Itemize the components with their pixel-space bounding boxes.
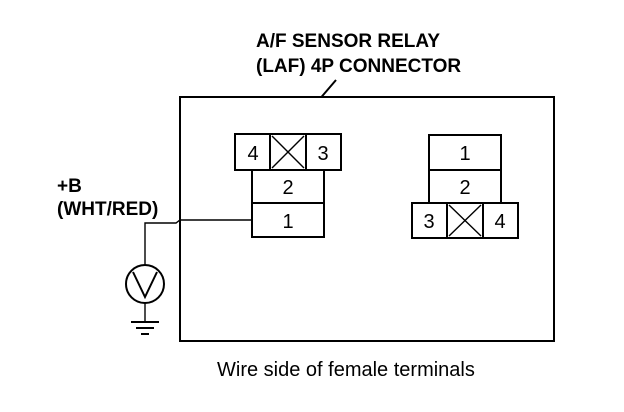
connector-label-line2: (LAF) 4P CONNECTOR <box>256 56 461 77</box>
left-pin-1: 1 <box>282 211 293 233</box>
right-pin-1: 1 <box>459 143 470 165</box>
lock-tab-icon <box>271 135 305 169</box>
supply-label-line2: (WHT/RED) <box>57 199 158 220</box>
connector-label-line1: A/F SENSOR RELAY <box>256 31 440 52</box>
left-pin-4: 4 <box>247 143 258 165</box>
right-pin-3: 3 <box>423 211 434 233</box>
diagram-caption: Wire side of female terminals <box>217 359 475 381</box>
supply-label-line1: +B <box>57 176 82 197</box>
left-pin-2: 2 <box>282 177 293 199</box>
left-pin-3: 3 <box>317 143 328 165</box>
lock-tab-icon <box>448 204 482 237</box>
right-pin-2: 2 <box>459 177 470 199</box>
voltmeter-icon <box>125 264 165 304</box>
ground-icon <box>131 303 159 335</box>
right-connector: 1 2 3 4 <box>411 134 519 239</box>
probe-wire <box>144 219 252 265</box>
left-connector: 4 3 2 1 <box>234 133 342 238</box>
right-pin-4: 4 <box>494 211 505 233</box>
left-pin-2-cell <box>251 169 325 204</box>
